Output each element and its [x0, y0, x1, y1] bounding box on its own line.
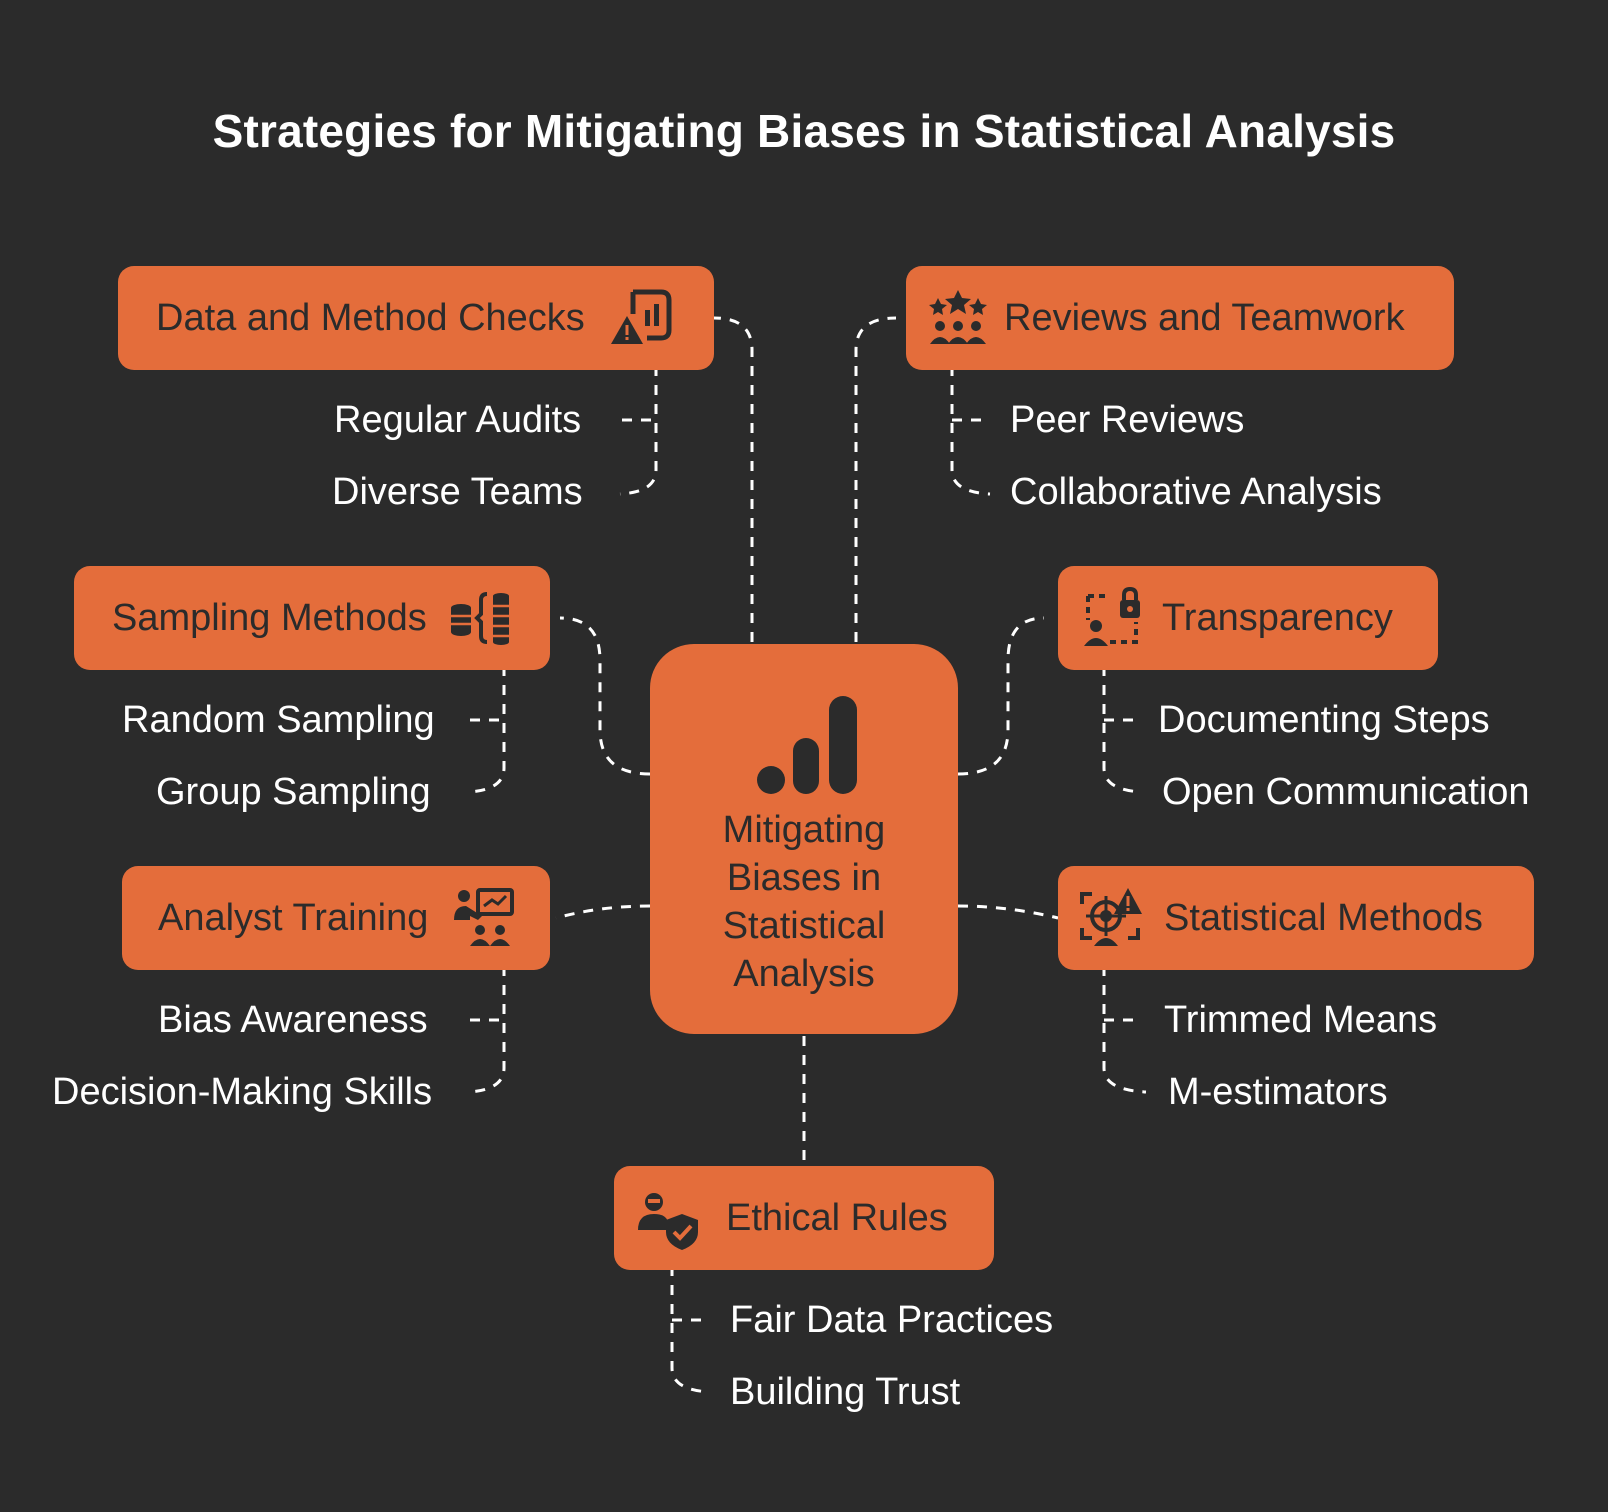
sub-connector [619, 366, 658, 496]
sub-item-peer-reviews: Peer Reviews [1010, 399, 1245, 441]
presenter-icon [452, 886, 516, 950]
center-node: Mitigating Biases in Statistical Analysi… [650, 644, 958, 1034]
branch-data-checks: Data and Method Checks [118, 266, 714, 370]
sub-item-bias-awareness: Bias Awareness [158, 999, 428, 1041]
branch-training: Analyst Training [122, 866, 550, 970]
connector-transparency [957, 616, 1045, 776]
branch-statistical: Statistical Methods [1058, 866, 1534, 970]
branch-sampling: Sampling Methods [74, 566, 550, 670]
branch-label: Ethical Rules [726, 1196, 948, 1239]
team-stars-icon [926, 286, 990, 350]
connector-reviews [854, 316, 897, 642]
sub-item-m-estimators: M-estimators [1168, 1071, 1388, 1113]
branch-label: Analyst Training [158, 896, 429, 939]
branch-ethical: Ethical Rules [614, 1166, 994, 1270]
sub-item-decision-making-skills: Decision-Making Skills [52, 1071, 433, 1113]
sub-item-group-sampling: Group Sampling [156, 771, 431, 813]
connector-data-checks [713, 316, 754, 642]
sub-connector [1102, 666, 1143, 794]
sub-item-trimmed-means: Trimmed Means [1164, 999, 1438, 1041]
branch-label: Data and Method Checks [156, 296, 585, 339]
bar-chart-icon [757, 696, 857, 794]
branch-transparency: Transparency [1058, 566, 1438, 670]
connector-training [555, 904, 651, 920]
sub-connector [1102, 966, 1147, 1094]
target-warning-icon [1078, 886, 1142, 950]
sub-item-diverse-teams: Diverse Teams [332, 471, 583, 513]
report-warning-icon [610, 286, 675, 350]
branch-label: Sampling Methods [112, 596, 427, 639]
sub-connector [670, 1266, 711, 1394]
sub-connector [467, 966, 506, 1094]
branch-label: Transparency [1162, 596, 1393, 639]
sub-connector [467, 666, 506, 794]
user-shield-icon [636, 1186, 700, 1250]
branch-label: Statistical Methods [1164, 896, 1483, 939]
sub-item-open-communication: Open Communication [1162, 771, 1530, 813]
connector-statistical [957, 904, 1059, 920]
sub-item-fair-data-practices: Fair Data Practices [730, 1299, 1054, 1341]
sub-connector [950, 366, 991, 496]
center-label: Mitigating Biases in Statistical Analysi… [722, 809, 886, 995]
connector-sampling [559, 616, 651, 776]
database-sampling-icon [449, 586, 513, 650]
sub-item-building-trust: Building Trust [730, 1371, 961, 1413]
branch-label: Reviews and Teamwork [1004, 296, 1405, 339]
diagram-title: Strategies for Mitigating Biases in Stat… [212, 105, 1396, 157]
branch-reviews: Reviews and Teamwork [906, 266, 1454, 370]
sub-item-regular-audits: Regular Audits [334, 399, 582, 441]
user-lock-icon [1080, 586, 1144, 650]
sub-item-collaborative-analysis: Collaborative Analysis [1010, 471, 1382, 513]
sub-item-documenting-steps: Documenting Steps [1158, 699, 1490, 741]
sub-item-random-sampling: Random Sampling [122, 699, 435, 741]
